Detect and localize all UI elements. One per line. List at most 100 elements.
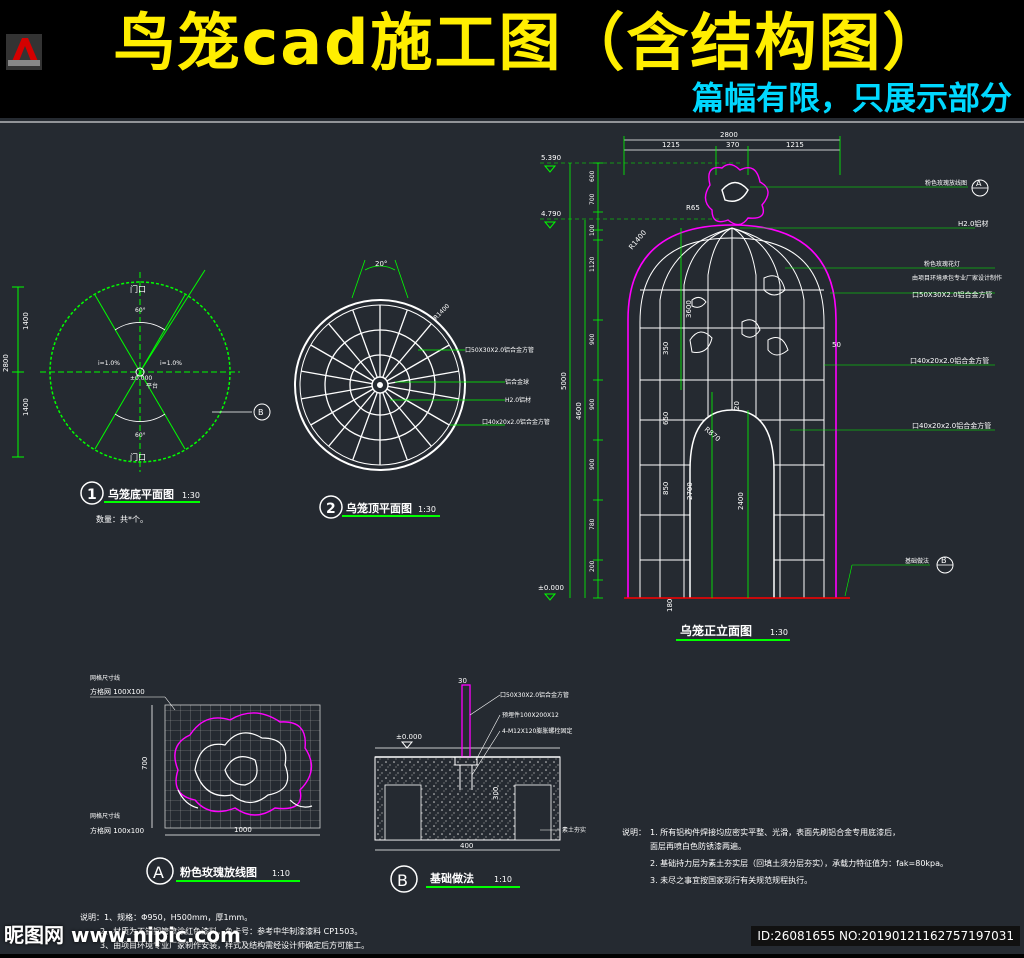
svg-text:基础做法: 基础做法 xyxy=(905,557,929,565)
detailB-label: 基础做法 xyxy=(429,871,474,885)
svg-text:2400: 2400 xyxy=(737,492,745,510)
svg-text:B: B xyxy=(397,871,408,890)
top-plan-spoke xyxy=(386,388,450,426)
cad-drawing: 2800 1400 1400 门口 门口 60° 60° i=1.0% i=1.… xyxy=(0,121,1024,950)
plan1-base-plan: 2800 1400 1400 门口 门口 60° 60° i=1.0% i=1.… xyxy=(2,269,271,524)
svg-text:说明：: 说明： xyxy=(622,827,646,837)
svg-text:说明：1、规格：Φ950，H500mm，厚1mm。: 说明：1、规格：Φ950，H500mm，厚1mm。 xyxy=(80,912,252,922)
svg-text:粉色玫瑰放线图: 粉色玫瑰放线图 xyxy=(925,179,967,187)
svg-text:4600: 4600 xyxy=(575,402,583,420)
svg-text:门口: 门口 xyxy=(130,284,146,294)
top-plan-spoke xyxy=(352,392,378,461)
elevation-label: 乌笼正立面图 xyxy=(680,623,752,638)
svg-text:数量：共*个。: 数量：共*个。 xyxy=(96,514,148,524)
title-banner: 鸟笼cad施工图（含结构图） 篇幅有限，只展示部分 xyxy=(0,0,1024,118)
cad-drawing-area: 2800 1400 1400 门口 门口 60° 60° i=1.0% i=1.… xyxy=(0,118,1024,954)
svg-text:R65: R65 xyxy=(686,204,700,212)
svg-text:1400: 1400 xyxy=(22,398,30,416)
dim-label: 900 xyxy=(589,333,596,345)
svg-text:1000: 1000 xyxy=(234,826,252,834)
svg-text:5000: 5000 xyxy=(560,372,568,390)
svg-text:3600: 3600 xyxy=(685,300,693,318)
page-subtitle: 篇幅有限，只展示部分 xyxy=(691,79,1012,117)
svg-text:由项目环境承包专业厂家设计制作: 由项目环境承包专业厂家设计制作 xyxy=(912,274,1002,282)
cage-door-arch xyxy=(689,409,775,598)
plan2-top-plan: 20° R1400 口50X30X2.0铝合金方管 铝合金球 H2.0铝材 口4… xyxy=(294,259,550,519)
svg-text:B: B xyxy=(941,556,947,565)
svg-text:50: 50 xyxy=(832,341,841,349)
top-plan-spoke xyxy=(384,323,432,380)
svg-text:4.790: 4.790 xyxy=(541,210,561,218)
svg-text:30: 30 xyxy=(458,677,467,685)
watermark-left: 昵图网 www.nipic.com xyxy=(4,923,241,947)
top-plan-spoke xyxy=(352,309,378,378)
svg-text:2800: 2800 xyxy=(2,354,10,372)
top-plan-spoke xyxy=(310,388,374,426)
dim-label: 600 xyxy=(589,170,596,182)
plan1-callout-circle xyxy=(253,403,271,421)
top-plan-spoke xyxy=(310,344,374,382)
page-title: 鸟笼cad施工图（含结构图） xyxy=(113,6,947,79)
svg-text:180: 180 xyxy=(666,599,674,612)
svg-text:粉色玫瑰花灯: 粉色玫瑰花灯 xyxy=(924,260,960,268)
construction-notes: 说明： 1. 所有铝构件焊接均应密实平整、光滑，表面先刷铝合金专用底漆后， 面层… xyxy=(622,827,948,885)
elevation-front-view: 2800 1215 370 1215 5.390 4.790 ±0.000 50… xyxy=(538,131,1002,641)
svg-text:1:30: 1:30 xyxy=(770,628,788,637)
svg-text:A: A xyxy=(153,863,164,882)
svg-text:850: 850 xyxy=(662,482,670,495)
svg-text:面层再喷白色防锈漆两遍。: 面层再喷白色防锈漆两遍。 xyxy=(650,841,746,851)
svg-text:口40x20x2.0铝合金方管: 口40x20x2.0铝合金方管 xyxy=(910,356,989,365)
rose-ornament-top xyxy=(704,163,769,226)
svg-text:R1400: R1400 xyxy=(627,229,648,252)
dim-label: 200 xyxy=(589,560,596,572)
svg-text:60°: 60° xyxy=(135,307,146,314)
svg-text:2700: 2700 xyxy=(686,482,694,500)
top-plan-ring xyxy=(324,329,436,441)
svg-text:H2.0铝材: H2.0铝材 xyxy=(958,219,988,228)
svg-text:B: B xyxy=(258,408,264,417)
svg-text:2800: 2800 xyxy=(720,131,738,139)
top-plan-spoke xyxy=(386,344,450,382)
svg-text:2、材质为不锈钢管喷涂红色漆料，色卡号：参考中华制漆漆料 C: 2、材质为不锈钢管喷涂红色漆料，色卡号：参考中华制漆漆料 CP1503。 xyxy=(100,926,362,936)
plan1-number-circle xyxy=(80,481,104,505)
svg-text:门口: 门口 xyxy=(130,452,146,462)
top-plan-spoke xyxy=(328,323,376,380)
autocad-icon xyxy=(6,34,42,70)
detailA-rose-layout: 1000 700 网格尺寸线 方格网 100X100 网格尺寸线 方格网 100… xyxy=(90,674,321,885)
detailB-letter-circle xyxy=(390,865,418,893)
plan2-label: 乌笼顶平面图 xyxy=(346,501,412,515)
plan2-number-circle xyxy=(319,495,343,519)
svg-text:网格尺寸线: 网格尺寸线 xyxy=(90,812,120,820)
svg-text:20°: 20° xyxy=(375,260,387,268)
svg-text:350: 350 xyxy=(662,342,670,355)
svg-text:300: 300 xyxy=(492,787,500,800)
svg-text:3、由项目环境专业厂家制作安装，样式及结构需经设计师确定后方: 3、由项目环境专业厂家制作安装，样式及结构需经设计师确定后方可施工。 xyxy=(100,940,369,950)
svg-text:2: 2 xyxy=(326,501,336,517)
svg-text:口50X30X2.0铝合金方管: 口50X30X2.0铝合金方管 xyxy=(465,346,534,354)
top-plan-spoke xyxy=(387,385,459,400)
bottom-notes: 说明：1、规格：Φ950，H500mm，厚1mm。 2、材质为不锈钢管喷涂红色漆… xyxy=(80,912,369,950)
svg-text:R1400: R1400 xyxy=(432,303,451,322)
svg-text:1. 所有铝构件焊接均应密实平整、光滑，表面先刷铝合金专用底: 1. 所有铝构件焊接均应密实平整、光滑，表面先刷铝合金专用底漆后， xyxy=(650,827,900,837)
dim-label: 780 xyxy=(589,518,596,530)
detailB-foundation: ±0.000 30 400 300 口50X30X2.0铝合金方管 预埋件100… xyxy=(374,677,586,893)
svg-text:1215: 1215 xyxy=(662,141,680,149)
svg-text:1:30: 1:30 xyxy=(418,505,436,514)
detailA-grid xyxy=(164,704,321,829)
svg-text:1:10: 1:10 xyxy=(494,875,512,884)
svg-text:3. 未尽之事宜按国家现行有关规范规程执行。: 3. 未尽之事宜按国家现行有关规范规程执行。 xyxy=(650,875,812,885)
detailA-letter-circle xyxy=(146,857,174,885)
svg-text:1: 1 xyxy=(87,487,97,503)
foundation-post xyxy=(461,684,471,758)
svg-text:±0.000: ±0.000 xyxy=(538,584,564,592)
dim-label: 700 xyxy=(589,193,596,205)
svg-text:1215: 1215 xyxy=(786,141,804,149)
watermark-id: ID:26081655 NO:20190121162757197031 xyxy=(751,926,1020,946)
cage-outline xyxy=(627,224,837,598)
svg-text:2. 基础持力层为素土夯实层（回填土须分层夯实），承载力特征: 2. 基础持力层为素土夯实层（回填土须分层夯实），承载力特征值为：fak=80k… xyxy=(650,858,948,868)
svg-text:平台: 平台 xyxy=(146,382,158,390)
svg-text:网格尺寸线: 网格尺寸线 xyxy=(90,674,120,682)
top-plan-spoke xyxy=(301,385,373,400)
svg-text:700: 700 xyxy=(141,757,149,770)
svg-text:i=1.0%: i=1.0% xyxy=(98,360,120,367)
